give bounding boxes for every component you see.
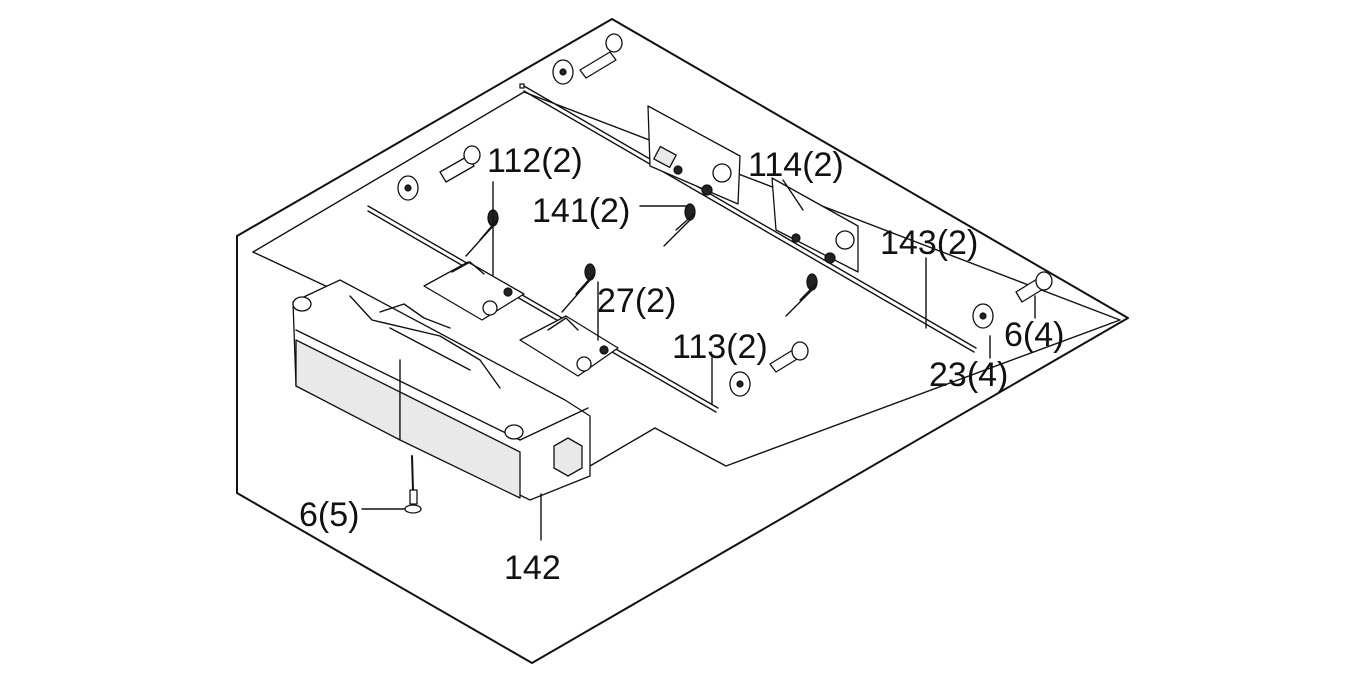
screw-bottom bbox=[404, 455, 422, 514]
spring-141-lower bbox=[785, 273, 818, 317]
pin-top bbox=[552, 33, 623, 85]
hinge-bracket-upper bbox=[647, 105, 741, 205]
callout-141: 141(2) bbox=[532, 192, 630, 230]
inner-outline bbox=[252, 91, 1121, 467]
spring-27 bbox=[561, 263, 596, 313]
callout-112: 112(2) bbox=[487, 142, 583, 180]
shaft-rear bbox=[519, 83, 977, 353]
callout-114: 114(2) bbox=[748, 146, 844, 184]
callout-27: 27(2) bbox=[597, 282, 676, 320]
outer-frame bbox=[236, 18, 1129, 664]
pin-left bbox=[397, 145, 481, 201]
latch-plate-right bbox=[519, 315, 619, 377]
hinge-bracket-lower bbox=[771, 177, 859, 273]
callout-113: 113(2) bbox=[672, 328, 768, 366]
main-housing bbox=[292, 279, 591, 501]
callout-143: 143(2) bbox=[880, 224, 978, 262]
callout-6-5: 6(5) bbox=[299, 496, 359, 534]
callout-6-4: 6(4) bbox=[1004, 316, 1064, 354]
pin-right bbox=[972, 271, 1053, 329]
pin-middle bbox=[729, 341, 809, 397]
spring-141-upper bbox=[663, 203, 696, 247]
latch-plate-left bbox=[423, 261, 525, 321]
callout-142: 142 bbox=[504, 549, 561, 587]
callout-23-4: 23(4) bbox=[929, 356, 1008, 394]
shaft-left bbox=[367, 205, 719, 413]
leader-lines bbox=[361, 179, 1036, 541]
